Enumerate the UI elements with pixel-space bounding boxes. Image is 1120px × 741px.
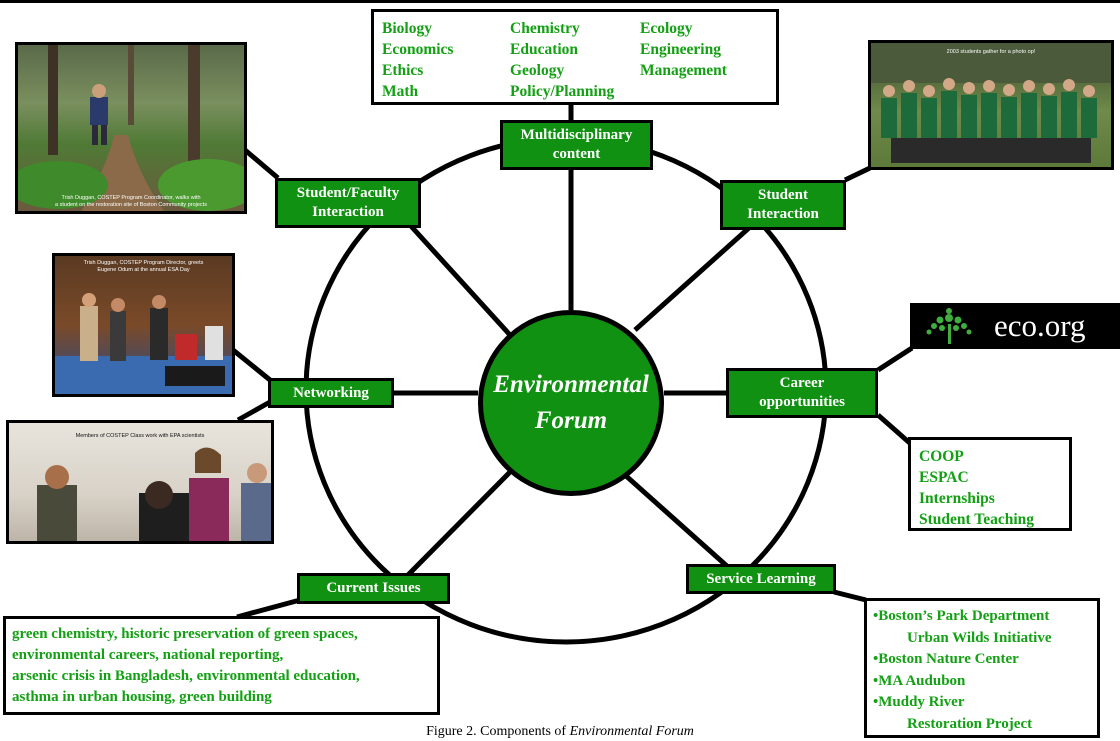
disciplines-col3: Ecology Engineering Management (640, 18, 727, 102)
line-photo4 (236, 399, 272, 423)
discipline-item: Math (382, 83, 419, 100)
photo-class-illustration (37, 447, 271, 541)
node-service-learning: Service Learning (686, 564, 836, 594)
photo-forest-walk: Trish Duggan, COSTEP Program Coordinator… (15, 42, 247, 214)
photo-forest-illustration (18, 45, 244, 211)
disciplines-col1: Biology Economics Ethics Math (382, 18, 494, 102)
caption-line: 2003 students gather for a photo op! (946, 49, 1036, 55)
career-item: Internships (919, 490, 995, 507)
center-title-line2: Forum (534, 407, 608, 434)
line-photo3 (231, 348, 272, 382)
career-item: ESPAC (919, 469, 969, 486)
discipline-item: Policy/Planning (510, 83, 615, 100)
line-issues-list (236, 597, 301, 620)
caption-line: Trish Duggan, COSTEP Program Coordinator… (61, 195, 201, 201)
photo-meeting-illustration (55, 293, 232, 394)
node-student-faculty: Student/Faculty Interaction (275, 178, 421, 228)
center-circle: Environmental Forum (478, 310, 664, 496)
issues-line: environmental careers, national reportin… (12, 647, 284, 663)
discipline-item: Management (640, 62, 727, 79)
node-label: Service Learning (706, 570, 816, 587)
career-item: COOP (919, 448, 964, 465)
discipline-item: Engineering (640, 41, 721, 58)
caption-title: Environmental Forum (569, 724, 694, 739)
issues-box: green chemistry, historic preservation o… (3, 616, 440, 715)
discipline-item: Economics (382, 41, 454, 58)
service-item: Urban Wilds Initiative (907, 629, 1052, 646)
node-label: Career (779, 375, 825, 391)
issues-line: arsenic crisis in Bangladesh, environmen… (12, 668, 360, 684)
photo-caption: Trish Duggan, COSTEP Program Coordinator… (22, 195, 240, 209)
discipline-item: Geology (510, 62, 565, 79)
spoke-lower-left (406, 468, 514, 577)
spoke-upper-left (408, 223, 512, 337)
discipline-item: Chemistry (510, 20, 580, 37)
spoke-upper-right (633, 225, 752, 332)
spoke-lower-right (623, 473, 730, 569)
caption-prefix: Figure 2. Components of (426, 724, 570, 739)
node-label: Interaction (747, 206, 819, 222)
discipline-item: Ecology (640, 20, 693, 37)
photo-class: Members of COSTEP Class work with EPA sc… (6, 420, 274, 544)
disciplines-col2: Chemistry Education Geology Policy/Plann… (510, 18, 624, 102)
service-box: •Boston’s Park Department Urban Wilds In… (864, 598, 1100, 738)
node-label: Student (757, 187, 809, 203)
discipline-item: Education (510, 41, 579, 58)
node-label: Interaction (312, 204, 384, 220)
line-service-list (833, 589, 867, 603)
service-item: •Boston’s Park Department (873, 608, 1050, 624)
service-item: •MA Audubon (873, 672, 966, 689)
node-networking: Networking (268, 378, 394, 408)
figure-caption: Figure 2. Components of Environmental Fo… (0, 724, 1120, 740)
career-box: COOP ESPAC Internships Student Teaching (908, 437, 1072, 531)
line-eco (876, 345, 914, 373)
node-label: content (552, 146, 601, 162)
issues-line: green chemistry, historic preservation o… (12, 626, 358, 642)
issues-line: asthma in urban housing, green building (12, 689, 272, 705)
service-item: Restoration Project (907, 715, 1033, 732)
eco-logo: eco.org (910, 303, 1120, 349)
disciplines-box: Biology Economics Ethics Math Chemistry … (371, 9, 779, 105)
photo-meeting: Trish Duggan, COSTEP Program Director, g… (52, 253, 235, 397)
photo-group: 2003 students gather for a photo op! (868, 40, 1114, 170)
caption-line: Members of COSTEP Class work with EPA sc… (75, 433, 205, 439)
node-label: Student/Faculty (296, 185, 400, 201)
photo-caption: Trish Duggan, COSTEP Program Director, g… (57, 260, 230, 274)
discipline-item: Ethics (382, 62, 424, 79)
node-label: Networking (293, 384, 369, 401)
career-item: Student Teaching (919, 511, 1035, 528)
line-career-list (876, 413, 914, 447)
photo-group-illustration (871, 43, 1111, 163)
center-title-line1: Environmental (493, 371, 649, 398)
node-label: Multidisciplinary (520, 127, 633, 143)
caption-line: Eugene Odum at the annual ESA Day (97, 267, 190, 273)
caption-line: Trish Duggan, COSTEP Program Director, g… (83, 260, 204, 266)
node-current-issues: Current Issues (297, 573, 450, 604)
photo-caption: 2003 students gather for a photo op! (871, 49, 1111, 56)
service-item: •Boston Nature Center (873, 651, 1019, 667)
photo-caption: Members of COSTEP Class work with EPA sc… (9, 433, 271, 440)
discipline-item: Biology (382, 20, 432, 37)
node-label: Current Issues (326, 580, 421, 596)
line-photo2 (843, 165, 872, 183)
line-photo1 (243, 148, 280, 180)
tree-icon (926, 308, 972, 344)
caption-line: a student on the restoration site of Bos… (55, 202, 207, 208)
logo-text: eco.org (994, 308, 1086, 343)
node-career: Career opportunities (726, 368, 878, 418)
service-item: •Muddy River (873, 694, 965, 710)
node-student: Student Interaction (720, 180, 846, 230)
node-label: opportunities (759, 394, 845, 410)
top-rule (0, 0, 1120, 3)
node-multidisciplinary: Multidisciplinary content (500, 120, 653, 170)
